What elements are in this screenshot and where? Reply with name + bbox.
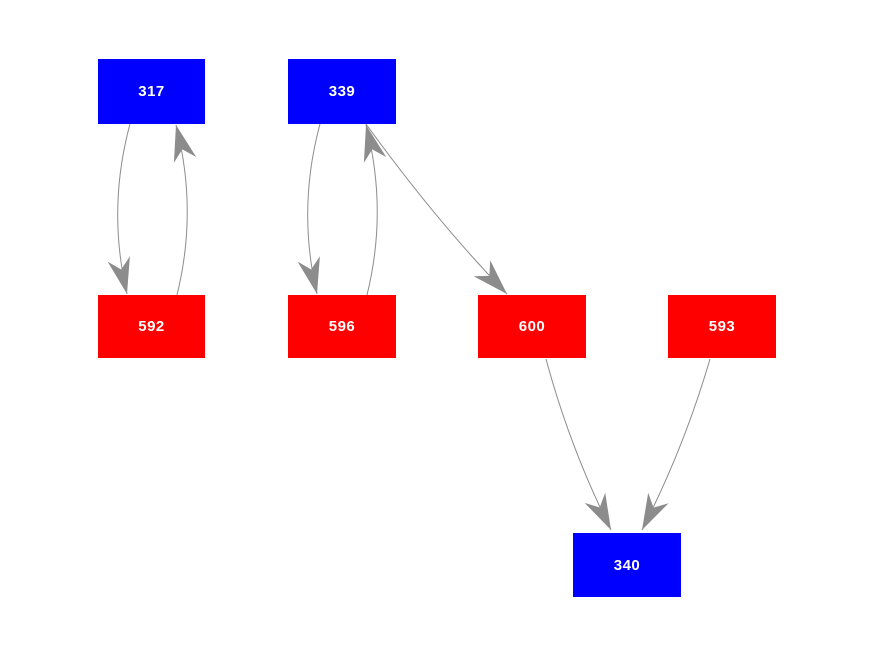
graph-node-317: 317 [98,59,205,124]
graph-node-label: 596 [328,318,356,335]
graph-node-593: 593 [668,295,776,358]
arrowhead-icon-596-to-339 [363,125,387,163]
arrowhead-icon-593-to-340 [642,492,669,530]
graph-node-label: 339 [328,83,356,100]
graph-node-label: 600 [518,318,546,335]
edge-339-to-600 [365,123,508,295]
graph-node-340: 340 [573,533,681,597]
arrowhead-icon-317-to-592 [107,256,130,294]
graph-node-339: 339 [288,59,396,124]
graph-node-592: 592 [98,295,205,358]
graph-node-label: 593 [708,318,736,335]
arrowhead-icon-600-to-340 [584,492,611,530]
graph-node-596: 596 [288,295,396,358]
arrowhead-icon-592-to-317 [173,125,197,163]
arrowhead-icon-339-to-600 [473,260,507,294]
graph-node-label: 592 [138,318,165,335]
arrowhead-icon-339-to-596 [297,256,320,294]
graph-node-600: 600 [478,295,586,358]
graph-node-label: 317 [138,83,165,100]
graph-node-label: 340 [613,556,641,574]
